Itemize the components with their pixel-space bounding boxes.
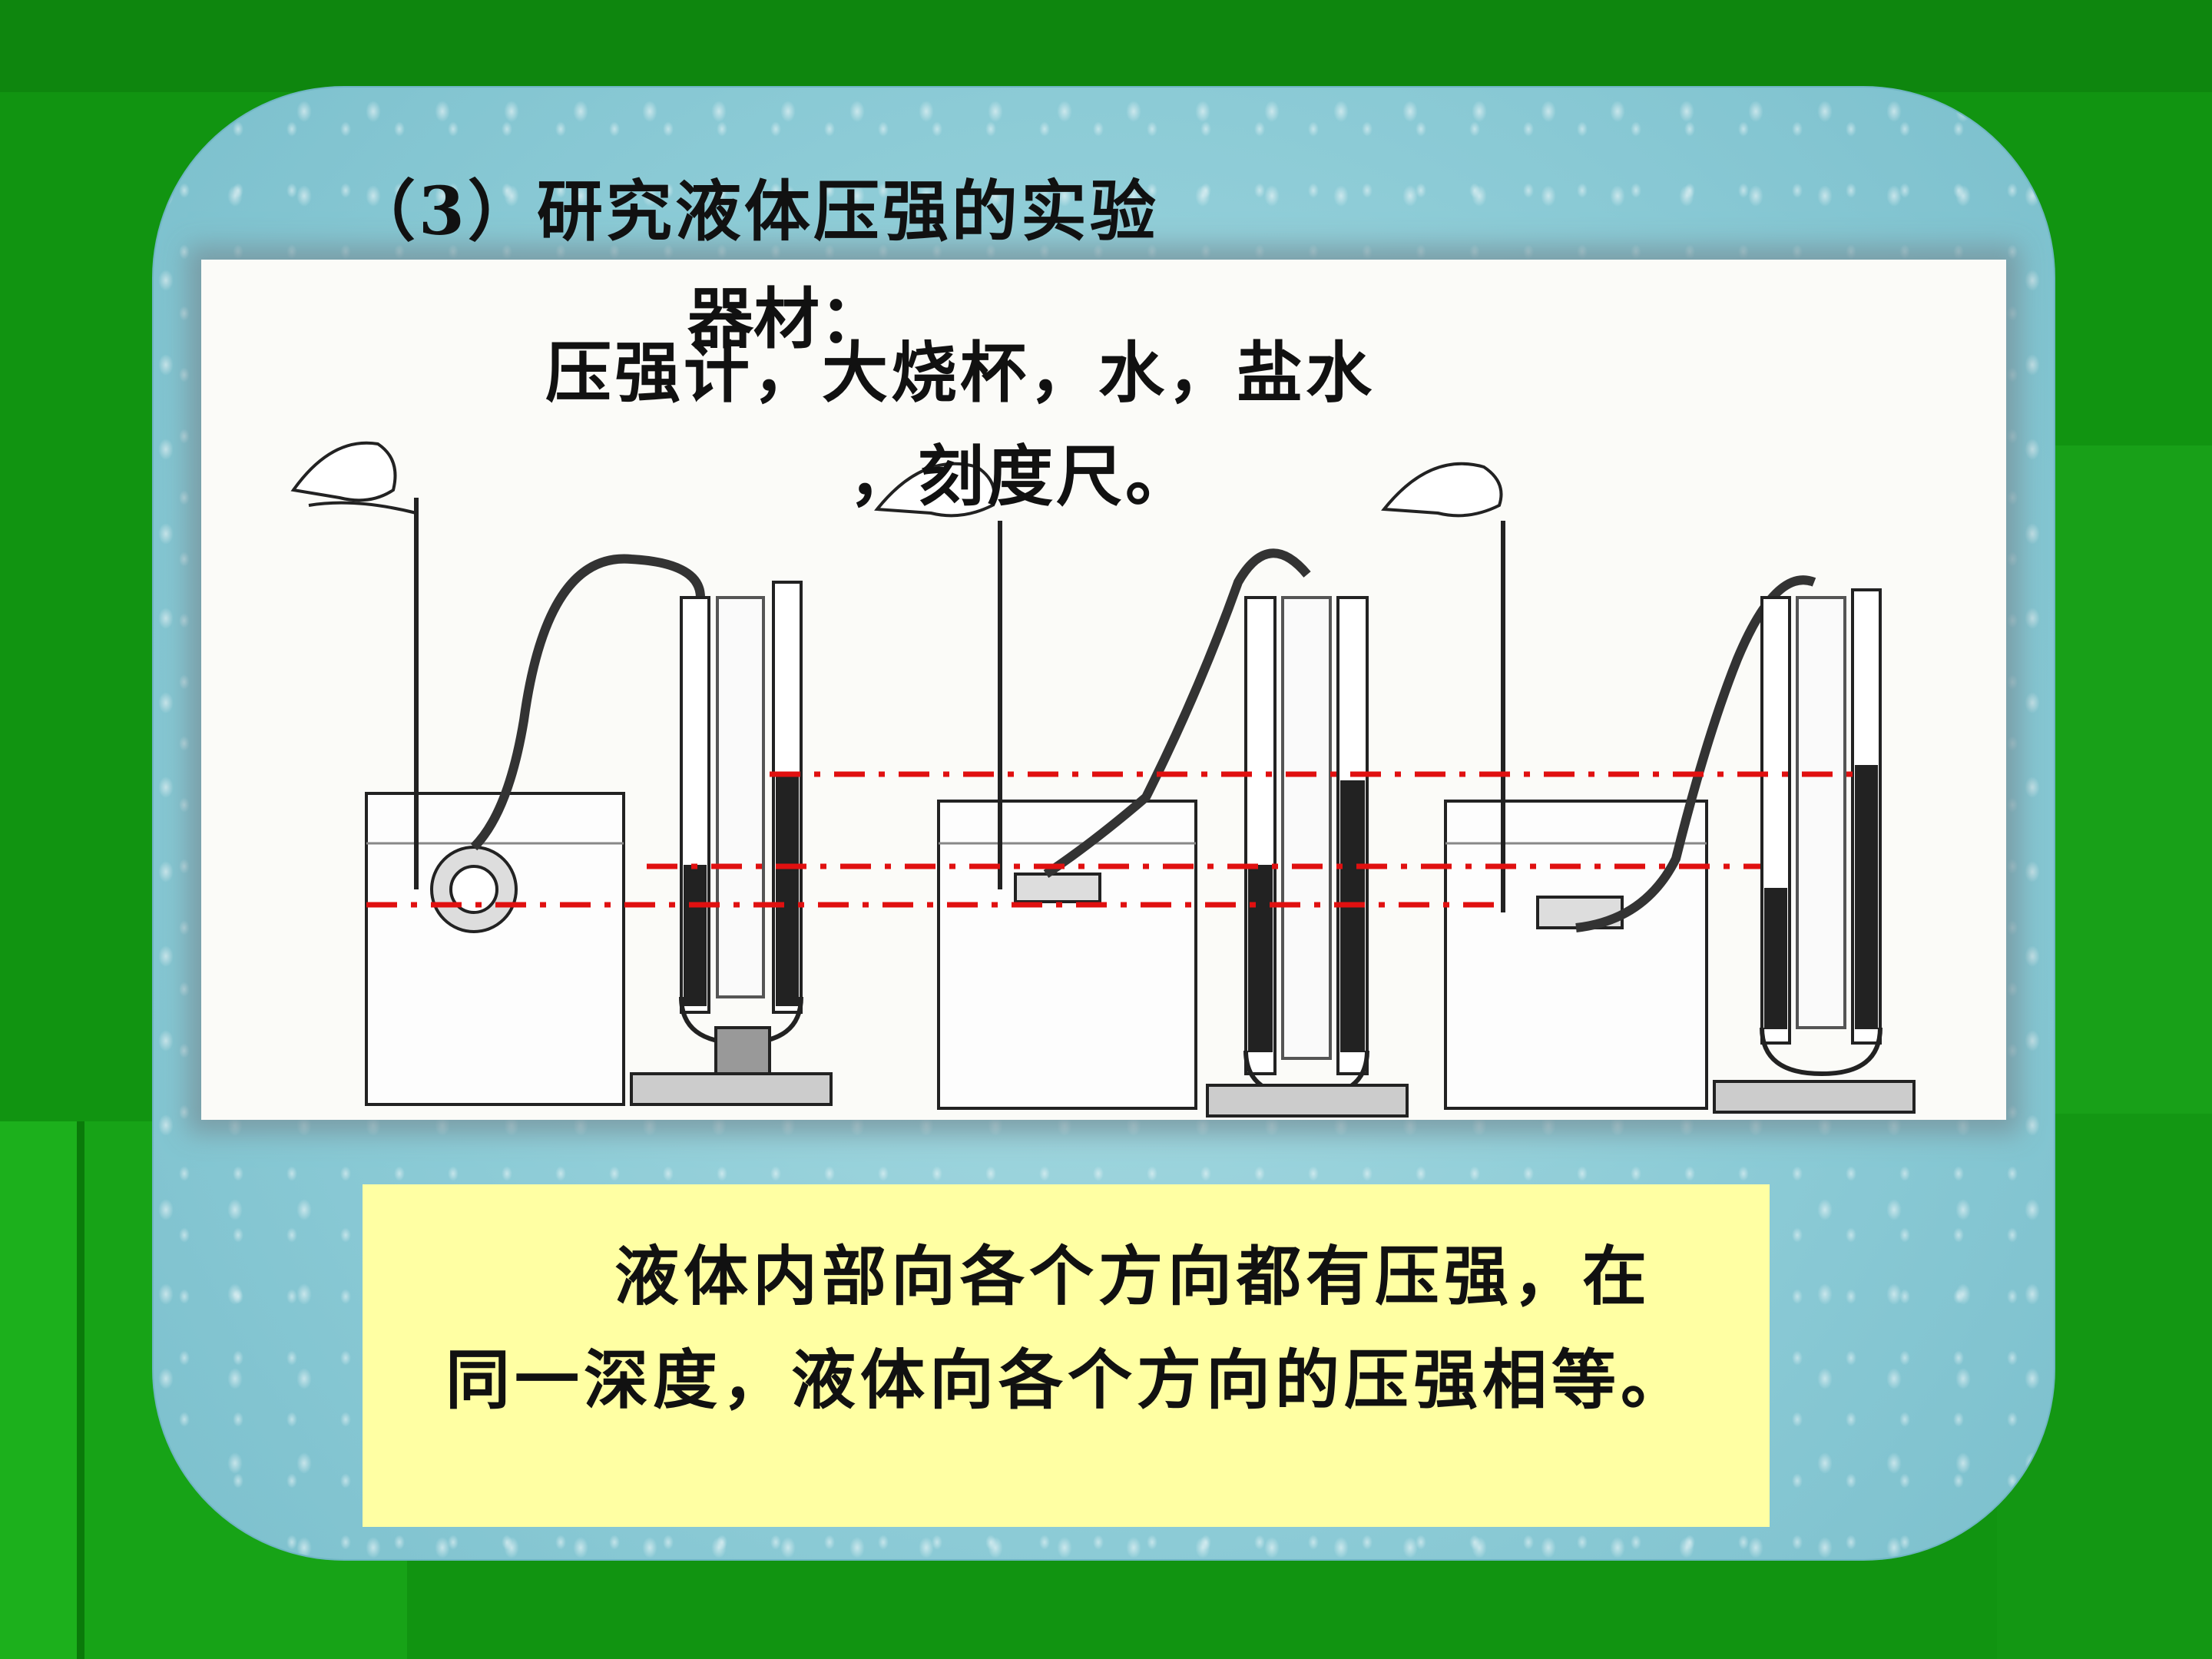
slide-title: （3）研究液体压强的实验 xyxy=(349,173,1159,250)
equipment-label: 器材： xyxy=(687,280,886,358)
stand-base-3 xyxy=(1713,1080,1916,1114)
stand-base-2 xyxy=(1206,1084,1409,1118)
beaker-2 xyxy=(937,800,1197,1110)
background-left-strip xyxy=(0,1121,77,1659)
setup-2 xyxy=(874,462,1409,1118)
pressure-experiment-diagram xyxy=(290,441,1916,1118)
beaker-1 xyxy=(365,792,625,1106)
equipment-list-line2: ，刻度尺。 xyxy=(849,438,1194,515)
setup-1 xyxy=(290,441,833,1106)
rubber-tube-1 xyxy=(470,554,705,851)
beaker-3 xyxy=(1444,800,1708,1110)
conclusion-box: 液体内部向各个方向都有压强，在同一深度，液体向各个方向的压强相等。 xyxy=(363,1184,1770,1527)
probe-head-2 xyxy=(1014,873,1101,903)
setup-3 xyxy=(1381,462,1916,1114)
conclusion-text: 液体内部向各个方向都有压强，在同一深度，液体向各个方向的压强相等。 xyxy=(445,1238,1690,1418)
stand-base-1 xyxy=(630,1072,833,1106)
rubber-tube-2 xyxy=(1043,548,1311,878)
background-top-band xyxy=(0,0,2212,92)
equipment-list-line1: 压强计，大烧杯，水，盐水 xyxy=(545,334,1375,412)
reference-lines xyxy=(366,771,1853,908)
